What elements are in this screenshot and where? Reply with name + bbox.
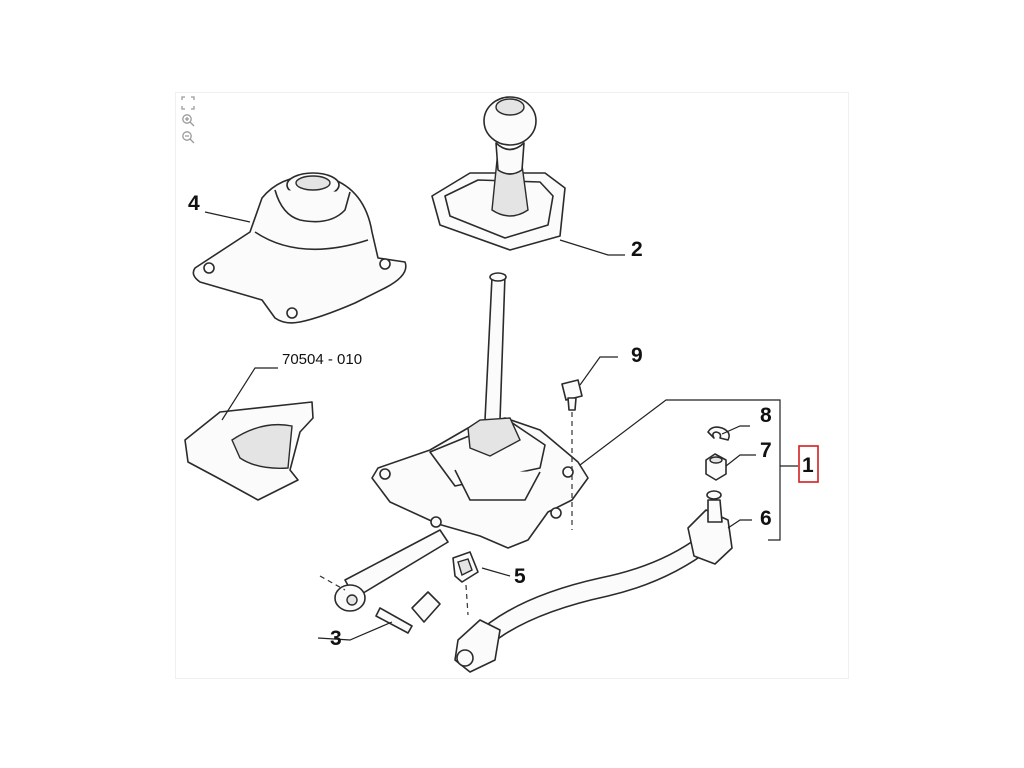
callout-3[interactable]: 3 [330, 627, 342, 650]
part-9-bolt[interactable] [561, 379, 583, 411]
callout-7[interactable]: 7 [760, 439, 772, 462]
part-1-shifter-assembly[interactable] [371, 417, 589, 549]
fit-to-screen-icon[interactable] [180, 95, 196, 111]
part-2-knob-gaiter[interactable] [431, 96, 566, 251]
part-code-label[interactable]: 70504 - 010 [282, 351, 362, 368]
part-6-selector-rod[interactable] [454, 490, 733, 673]
leader-70504 [221, 367, 278, 421]
callout-9[interactable]: 9 [631, 344, 643, 367]
rod-axis-line [319, 575, 346, 591]
leader-5 [481, 567, 511, 577]
zoom-out-icon[interactable] [180, 129, 196, 145]
callout-1[interactable]: 1 [802, 454, 814, 477]
leader-4 [204, 211, 251, 223]
leader-8 [721, 425, 750, 435]
part-5-bushing[interactable] [452, 551, 479, 583]
leader-9 [579, 356, 618, 386]
zoom-toolbar [180, 95, 198, 146]
leader-7 [725, 454, 756, 467]
part-4-boot-housing[interactable] [192, 172, 407, 324]
callout-5[interactable]: 5 [514, 565, 526, 588]
leader-6 [727, 519, 752, 529]
zoom-in-icon[interactable] [180, 112, 196, 128]
leader-3 [317, 621, 393, 641]
part-7-nut[interactable] [705, 453, 727, 481]
leader-2 [559, 239, 625, 256]
callout-8[interactable]: 8 [760, 404, 772, 427]
bushing-axis-line [465, 584, 469, 616]
part-3-linkage-rod[interactable] [334, 529, 449, 634]
callout-4[interactable]: 4 [188, 192, 200, 215]
part-70504-010-plate[interactable] [184, 401, 314, 501]
gear-stick [484, 272, 507, 421]
callout-1-highlight-box [798, 445, 819, 483]
part-8-clip[interactable] [707, 426, 730, 441]
leader-1-assembly [579, 399, 781, 541]
callout-2[interactable]: 2 [631, 238, 643, 261]
callout-6[interactable]: 6 [760, 507, 772, 530]
